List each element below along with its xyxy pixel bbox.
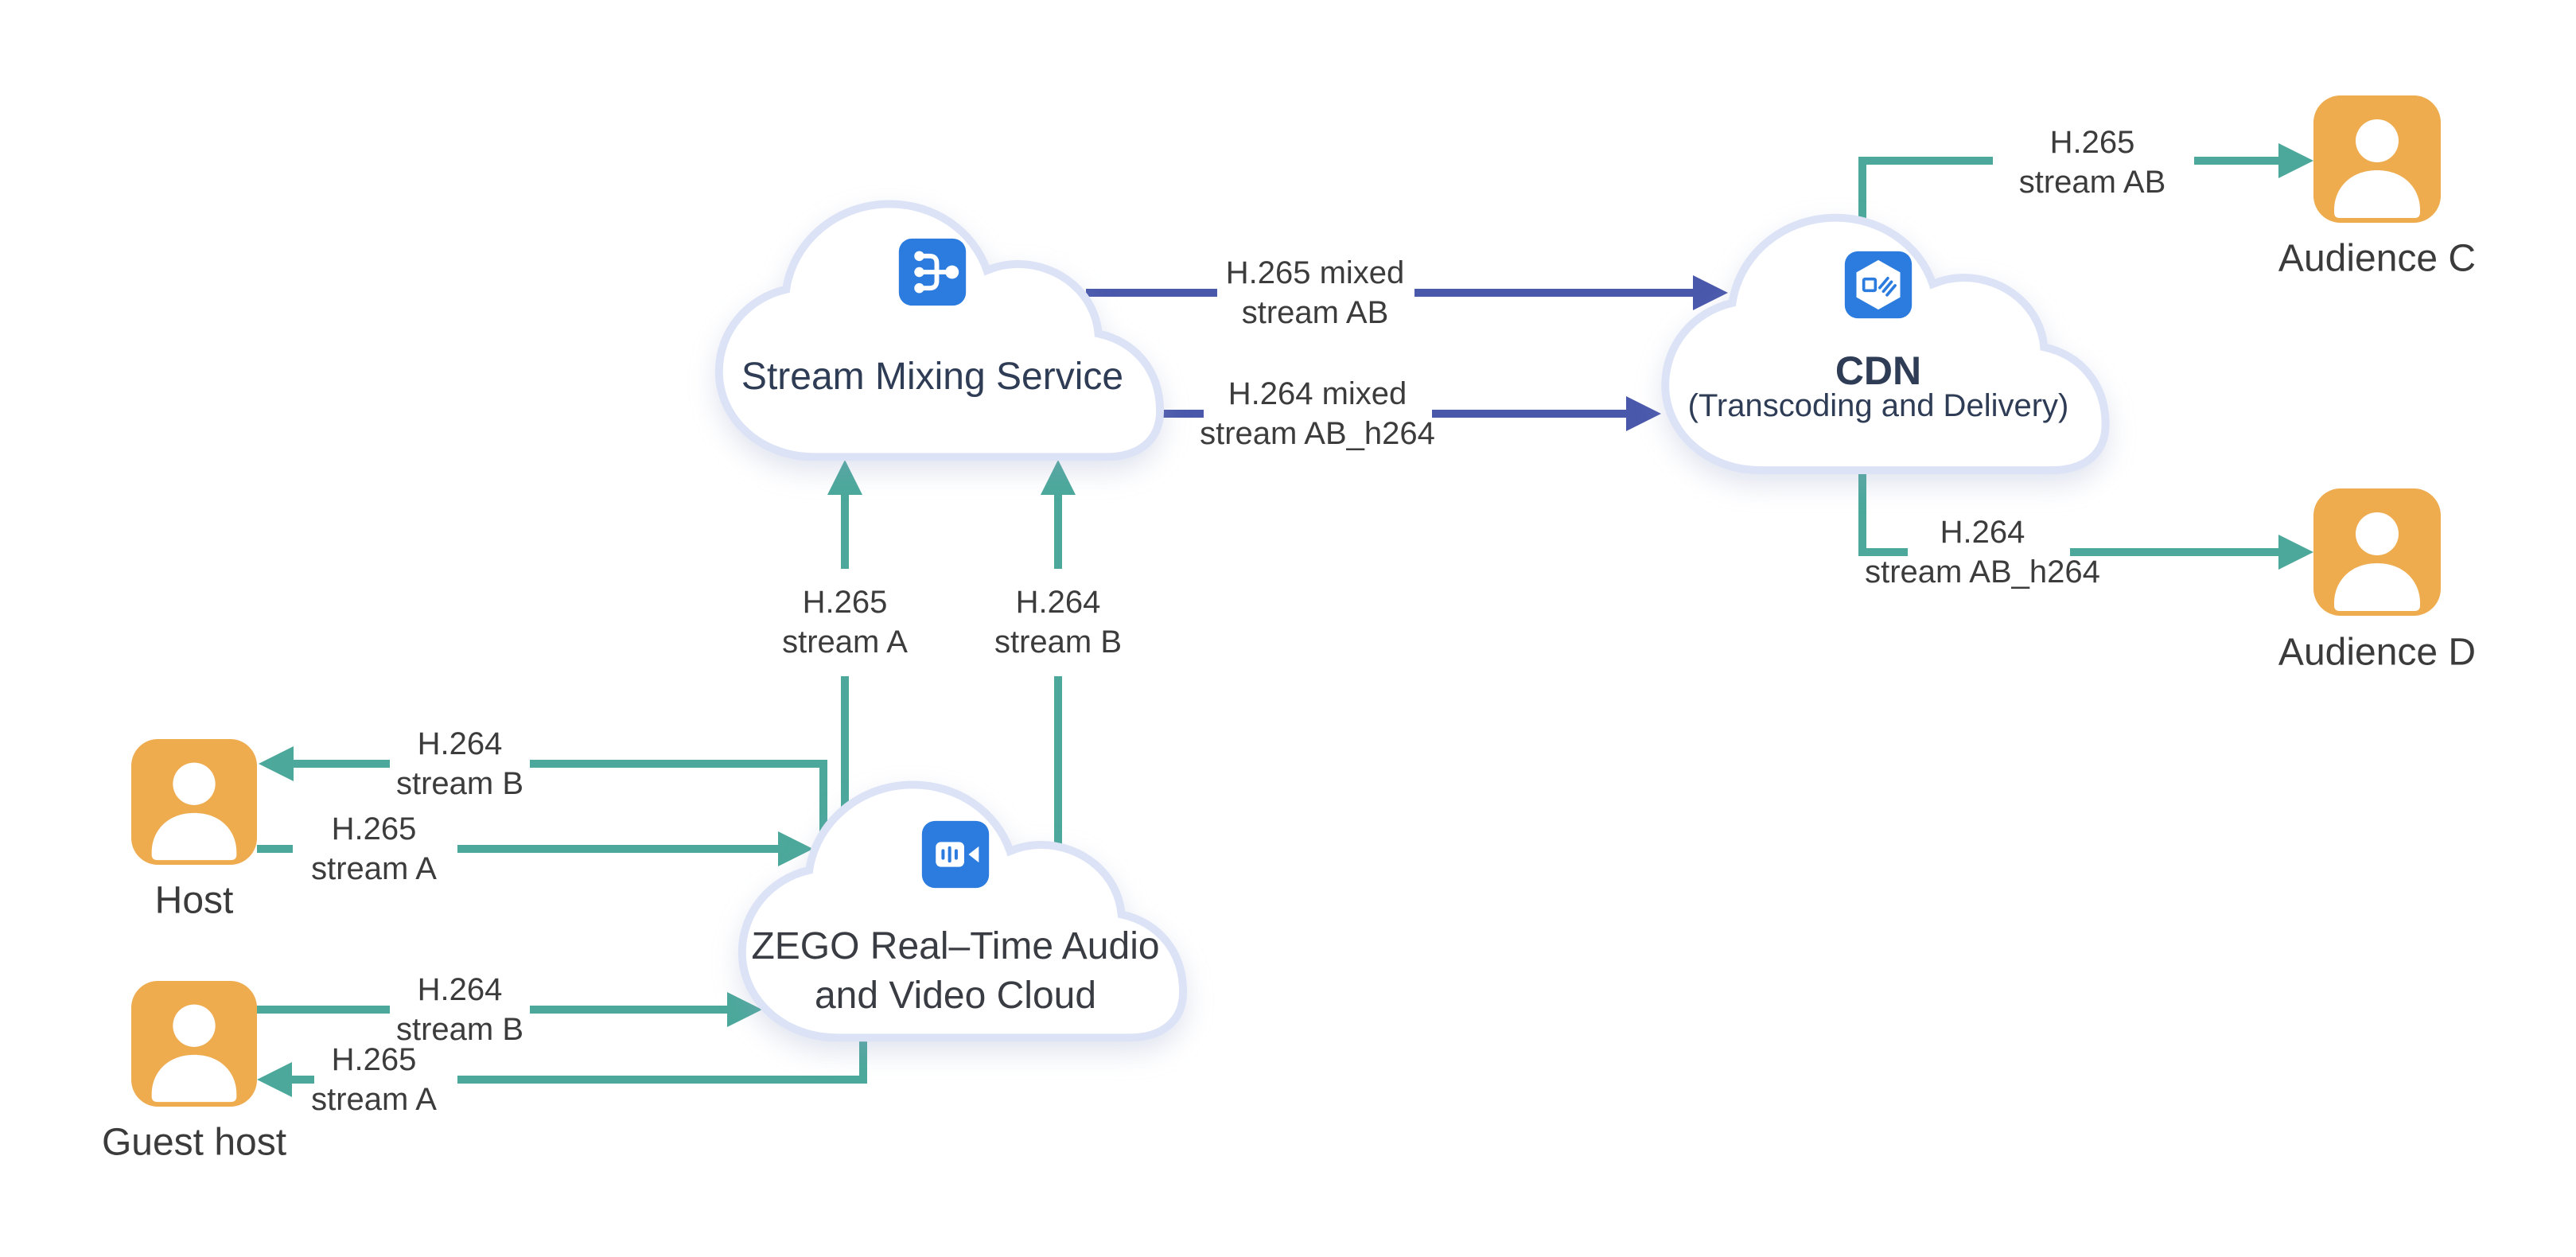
edge-label-line: H.264 mixed — [1228, 376, 1407, 411]
person-icon — [131, 981, 257, 1107]
arrowhead-into-guest — [257, 1062, 292, 1097]
edge-zego-to-guest-line — [292, 1026, 867, 1084]
host-label: Host — [154, 879, 234, 922]
edge-label-line: stream A — [311, 851, 437, 886]
edge-label-cdn-to-audience-c: H.265 stream AB — [2019, 123, 2166, 202]
arrowhead-into-cdn-h264 — [1626, 396, 1661, 431]
edge-label-line: stream B — [395, 766, 524, 801]
edge-label-line: H.264 — [1015, 585, 1101, 620]
audience-c-label: Audience C — [2278, 237, 2477, 280]
edge-label-zego-to-mixer-b: H.264 stream B — [994, 582, 1122, 662]
edge-label-line: stream AB — [2018, 165, 2166, 200]
edge-label-line: stream AB_h264 — [1865, 555, 2100, 590]
person-icon — [131, 739, 257, 865]
edge-label-zego-to-host: H.264 stream B — [396, 724, 523, 804]
stream-mixing-title: Stream Mixing Service — [741, 356, 1124, 398]
cdn-hexagon-icon — [1844, 251, 1913, 319]
edge-label-guest-to-zego: H.264 stream B — [396, 970, 523, 1049]
edge-label-line: stream B — [395, 1012, 524, 1047]
edge-label-zego-to-mixer-a: H.265 stream A — [782, 582, 908, 662]
arrowhead-into-cdn-h265 — [1693, 275, 1728, 310]
person-icon — [2313, 488, 2441, 616]
arrowhead-into-audience-c — [2278, 143, 2313, 178]
edge-zego-to-host-line — [294, 760, 827, 855]
edge-label-line: H.265 — [331, 811, 417, 846]
cdn-title: CDN — [1835, 348, 1922, 393]
edge-label-line: stream A — [311, 1082, 437, 1117]
edge-label-line: H.264 — [417, 972, 503, 1007]
arrowhead-into-mixer-b — [1041, 460, 1076, 495]
zego-title-line1: ZEGO Real–Time Audio — [751, 925, 1160, 967]
cloud-shape — [737, 780, 1188, 1042]
edge-label-line: H.265 — [802, 585, 888, 620]
arrowhead-into-zego-from-host — [778, 831, 813, 866]
arrowhead-into-host — [259, 746, 294, 781]
edge-label-line: H.265 — [331, 1042, 417, 1077]
edge-label-mixer-to-cdn-h264: H.264 mixed stream AB_h264 — [1200, 374, 1435, 453]
edge-label-line: stream AB — [1241, 295, 1389, 330]
guest-host-label: Guest host — [101, 1121, 287, 1164]
cloud-zego — [737, 780, 1188, 1042]
edge-label-zego-to-guest: H.265 stream A — [311, 1040, 437, 1119]
edge-label-mixer-to-cdn-h265: H.265 mixed stream AB — [1226, 253, 1405, 333]
arrowhead-into-mixer-a — [827, 460, 862, 495]
edge-label-line: stream A — [782, 625, 908, 660]
zego-title-line2: and Video Cloud — [814, 975, 1097, 1017]
edge-label-line: stream AB_h264 — [1200, 416, 1435, 451]
cloud-shape — [1661, 213, 2110, 475]
person-icon — [2313, 95, 2441, 223]
audience-d-label: Audience D — [2278, 631, 2477, 674]
cdn-subtitle: (Transcoding and Delivery) — [1687, 388, 2069, 423]
edge-label-line: stream B — [994, 625, 1123, 660]
arrowhead-into-audience-d — [2278, 535, 2313, 570]
cloud-cdn — [1661, 213, 2110, 475]
stream-mixer-icon — [898, 238, 967, 306]
cloud-stream-mixing — [714, 200, 1165, 461]
edge-label-line: H.265 mixed — [1225, 255, 1405, 290]
cloud-shape — [714, 200, 1165, 461]
edge-label-cdn-to-audience-d: H.264 stream AB_h264 — [1865, 512, 2100, 592]
video-camera-icon — [921, 820, 990, 889]
edge-label-line: H.264 — [1940, 515, 2025, 550]
edge-cdn-to-audience-d-line — [1858, 446, 2278, 556]
edge-cdn-to-audience-c-line — [1858, 157, 2278, 231]
edge-label-line: H.264 — [417, 726, 503, 761]
edge-label-line: H.265 — [2049, 125, 2135, 160]
edge-label-host-to-zego: H.265 stream A — [311, 809, 437, 889]
arrowhead-into-zego-from-guest — [727, 992, 762, 1027]
